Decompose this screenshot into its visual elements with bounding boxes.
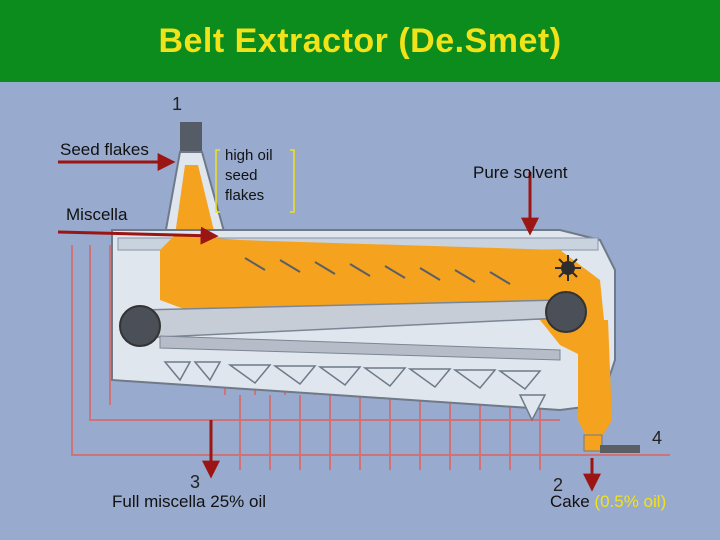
cake-discharge [518, 394, 640, 453]
title-bar: Belt Extractor (De.Smet) [0, 0, 720, 82]
seed-bed [160, 235, 612, 440]
stream-number-3: 3 [190, 472, 201, 492]
high-oil-line-1: high oil [225, 147, 273, 164]
high-oil-line-3: flakes [225, 187, 265, 204]
spray-nozzles [244, 257, 511, 285]
cake-label: Cake (0.5% oil) [550, 492, 666, 512]
full-miscella-label: Full miscella 25% oil [112, 492, 266, 511]
miscella-hoppers [163, 361, 542, 391]
flake-bracket [215, 149, 295, 213]
stream-number-1: 1 [172, 94, 183, 114]
pure-solvent-label: Pure solvent [473, 163, 568, 182]
seed-flakes-label: Seed flakes [60, 140, 149, 159]
high-oil-seed-flakes-label: high oil seed flakes [225, 146, 295, 206]
page-title: Belt Extractor (De.Smet) [158, 21, 562, 60]
conveyor-belt [119, 291, 587, 361]
rotor-icon [555, 255, 581, 281]
stream-number-4: 4 [652, 428, 663, 448]
high-oil-line-2: seed [225, 167, 258, 184]
cake-oil-text: (0.5% oil) [594, 492, 667, 511]
cake-text: Cake [550, 492, 590, 511]
miscella-label: Miscella [66, 205, 128, 224]
feed-hopper [163, 122, 227, 236]
miscella-arrow [57, 226, 219, 245]
stream-number-2: 2 [553, 475, 564, 495]
flow-arrows [57, 153, 601, 492]
